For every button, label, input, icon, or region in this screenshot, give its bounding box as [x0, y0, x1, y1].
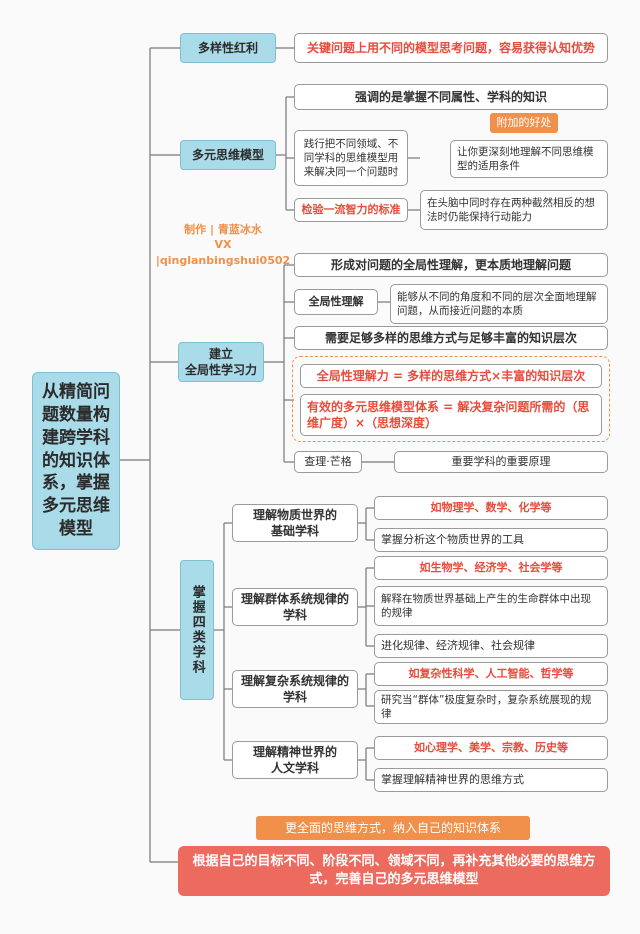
branch-diversity-dividend: 多样性红利: [180, 33, 276, 63]
group-physical-world: 理解物质世界的 基础学科: [232, 504, 358, 542]
group-collective-system: 理解群体系统规律的 学科: [232, 588, 358, 626]
complex-detail: 研究当“群体”极度复杂时，复杂系统展现的规律: [374, 690, 608, 724]
intelligence-test-label: 检验一流智力的标准: [294, 198, 408, 222]
global-item2: 需要足够多样的思维方式与足够丰富的知识层次: [294, 326, 608, 350]
collective-extra: 进化规律、经济规律、社会规律: [374, 634, 608, 658]
branch-global-learning: 建立 全局性学习力: [178, 342, 264, 382]
formula-group: [292, 356, 610, 442]
group-complex-system: 理解复杂系统规律的 学科: [232, 670, 358, 708]
charlie-munger: 查理·芒格: [294, 451, 362, 473]
conclusion-banner: 根据自己的目标不同、阶段不同、领域不同，再补充其他必要的思维方式，完善自己的多元…: [178, 846, 610, 896]
global-understanding: 全局性理解: [294, 289, 378, 315]
credit-line1: 制作 | 青蓝冰水: [184, 223, 262, 236]
spiritual-detail: 掌握理解精神世界的思维方式: [374, 768, 608, 792]
group-spiritual-world: 理解精神世界的 人文学科: [232, 741, 358, 779]
branch-four-disciplines: 掌握四类学科: [180, 560, 214, 700]
global-item1: 形成对问题的全局性理解，更本质地理解问题: [294, 253, 608, 277]
munger-principle: 重要学科的重要原理: [394, 451, 608, 473]
multi-model-emphasis: 强调的是掌握不同属性、学科的知识: [294, 84, 608, 110]
physical-detail: 掌握分析这个物质世界的工具: [374, 528, 608, 552]
comprehensive-thinking-tag: 更全面的思维方式，纳入自己的知识体系: [256, 816, 530, 840]
bonus-tag: 附加的好处: [490, 113, 558, 133]
physical-examples: 如物理学、数学、化学等: [374, 496, 608, 520]
diversity-detail: 关键问题上用不同的模型思考问题，容易获得认知优势: [294, 33, 608, 63]
intelligence-test-detail: 在头脑中同时存在两种截然相反的想法时仍能保持行动能力: [420, 190, 608, 230]
formula-understanding: 全局性理解力 = 多样的思维方式×丰富的知识层次: [300, 364, 602, 388]
complex-examples: 如复杂性科学、人工智能、哲学等: [374, 662, 608, 686]
multi-model-bonus: 让你更深刻地理解不同思维模型的适用条件: [450, 140, 608, 178]
spiritual-examples: 如心理学、美学、宗教、历史等: [374, 736, 608, 760]
global-understanding-detail: 能够从不同的角度和不同的层次全面地理解问题，从而接近问题的本质: [390, 284, 608, 324]
credit-line2: VX |qinglanbingshui0502: [155, 238, 291, 267]
root-topic: 从精简问题数量构建跨学科的知识体系，掌握多元思维模型: [32, 372, 120, 550]
formula-model-system: 有效的多元思维模型体系 = 解决复杂问题所需的（思维广度）×（思想深度）: [300, 394, 602, 436]
author-credit: 制作 | 青蓝冰水 VX |qinglanbingshui0502: [148, 222, 298, 268]
collective-detail: 解释在物质世界基础上产生的生命群体中出现的规律: [374, 586, 608, 626]
branch-multi-model: 多元思维模型: [180, 140, 276, 170]
multi-model-practice: 践行把不同领域、不同学科的思维模型用来解决同一个问题时: [294, 130, 408, 186]
collective-examples: 如生物学、经济学、社会学等: [374, 556, 608, 580]
